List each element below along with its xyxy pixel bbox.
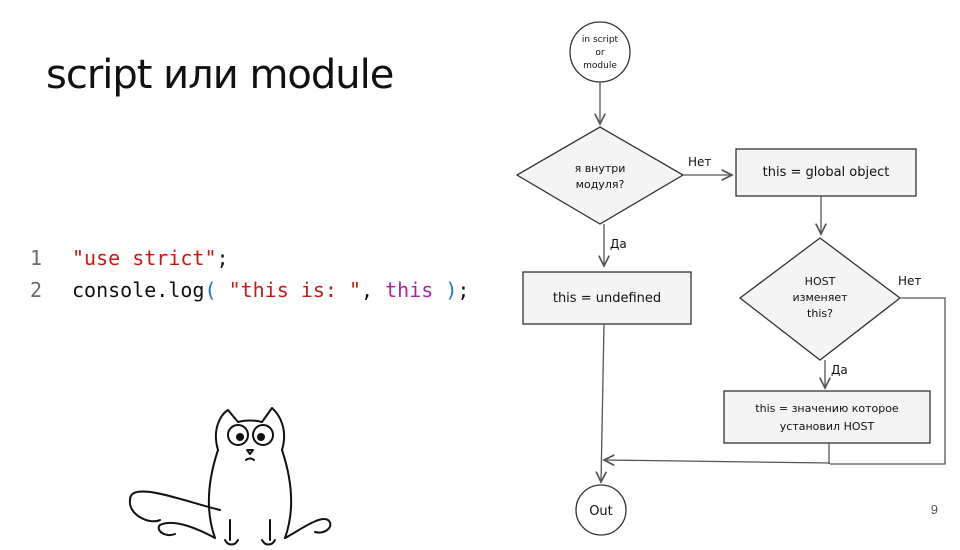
code-token: ; xyxy=(216,246,229,270)
cat-illustration xyxy=(128,407,332,546)
start-label-line1: in script xyxy=(582,35,619,45)
code-token: ; xyxy=(457,278,470,302)
slide-title: script или module xyxy=(46,52,394,98)
no-label-2: Нет xyxy=(898,274,921,288)
code-token: console xyxy=(72,278,157,302)
decision1-label-line2: модуля? xyxy=(576,178,625,191)
host-box-label-line2: установил HOST xyxy=(780,420,875,433)
host-value-box xyxy=(723,390,931,444)
yes-label-2: Да xyxy=(831,363,848,377)
line-number: 1 xyxy=(30,246,43,270)
yes-label-1: Да xyxy=(610,237,627,251)
global-object-box xyxy=(735,148,917,197)
connector-line xyxy=(830,297,946,465)
line-number: 2 xyxy=(30,278,43,302)
code-token: .log xyxy=(156,278,205,302)
code-token: this xyxy=(385,278,434,302)
end-label: Out xyxy=(589,504,613,519)
decision1-label-line1: я внутри xyxy=(575,162,626,175)
code-line-1: 1 "use strict"; xyxy=(30,242,469,274)
code-line-2: 2 console.log( "this is: ", this ); xyxy=(30,274,469,306)
decision-node-host xyxy=(738,237,902,361)
host-box-label-line1: this = значению которое xyxy=(755,402,899,415)
decision2-label-line2: изменяет xyxy=(792,291,848,304)
decision2-label-line3: this? xyxy=(807,307,833,320)
code-token: ( xyxy=(204,278,229,302)
end-node xyxy=(575,484,627,536)
connector-arrow xyxy=(604,460,831,463)
global-box-label: this = global object xyxy=(763,165,890,180)
code-token: ) xyxy=(433,278,458,302)
code-block: 1 "use strict"; 2 console.log( "this is:… xyxy=(30,242,469,306)
decision2-label-line1: HOST xyxy=(805,275,836,288)
code-token: "use strict" xyxy=(72,246,217,270)
undefined-box-label: this = undefined xyxy=(553,291,661,306)
connector-arrow xyxy=(601,323,604,482)
start-label-line3: module xyxy=(583,61,617,71)
undefined-box xyxy=(522,271,692,325)
decision-node-module xyxy=(515,126,685,225)
code-token: , xyxy=(361,278,386,302)
start-label-line2: or xyxy=(595,48,605,58)
page-number: 9 xyxy=(930,502,938,517)
code-token: "this is: " xyxy=(228,278,362,302)
no-label-1: Нет xyxy=(688,155,711,169)
